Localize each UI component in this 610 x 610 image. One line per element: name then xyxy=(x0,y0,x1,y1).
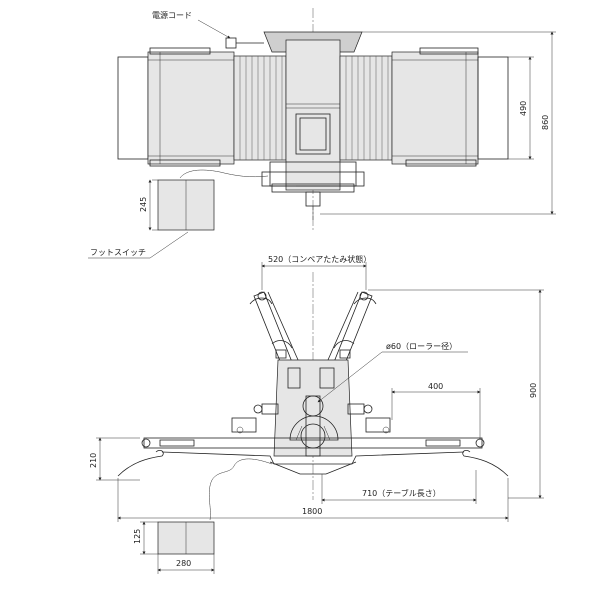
control-window xyxy=(295,113,331,155)
dim-125: 125 xyxy=(133,529,142,544)
right-roller-bank xyxy=(339,55,393,161)
left-roller-bank xyxy=(233,55,287,161)
machine-body xyxy=(273,359,353,457)
dim-210: 210 xyxy=(89,453,98,468)
right-end-plate xyxy=(477,56,509,160)
dim-280: 280 xyxy=(176,559,191,568)
front-foot-switch-cable xyxy=(209,458,273,521)
dim-710: 710（テーブル長さ） xyxy=(362,488,441,498)
left-rollers xyxy=(239,56,283,160)
dim-520: 520（コンベアたたみ状態） xyxy=(268,254,371,264)
dim-490: 490 xyxy=(519,101,528,116)
central-body xyxy=(285,39,341,191)
right-hook xyxy=(462,449,509,477)
foot-switch-label: フットスイッチ xyxy=(90,248,146,257)
power-cord xyxy=(197,19,264,49)
right-rollers xyxy=(345,56,389,160)
left-hook xyxy=(117,449,164,477)
power-cord-label: 電源コード xyxy=(152,11,192,20)
right-conveyor-belt xyxy=(391,51,479,165)
left-conveyor-belt xyxy=(147,51,235,165)
dim-860: 860 xyxy=(541,115,550,130)
top-view: 電源コード フットスイッチ 245 490 860 xyxy=(88,8,556,259)
foot-switch-cable xyxy=(179,169,269,179)
dim-400: 400 xyxy=(428,382,443,391)
dim-245: 245 xyxy=(139,197,148,212)
roller-diameter-label: ø60（ローラー径） xyxy=(386,341,457,351)
dim-900: 900 xyxy=(529,383,538,398)
left-end-plate xyxy=(117,56,149,160)
front-view: 520（コンベアたたみ状態） xyxy=(89,254,544,574)
power-plug xyxy=(225,37,237,49)
table-plate xyxy=(143,437,483,449)
dim-1800: 1800 xyxy=(302,507,322,516)
